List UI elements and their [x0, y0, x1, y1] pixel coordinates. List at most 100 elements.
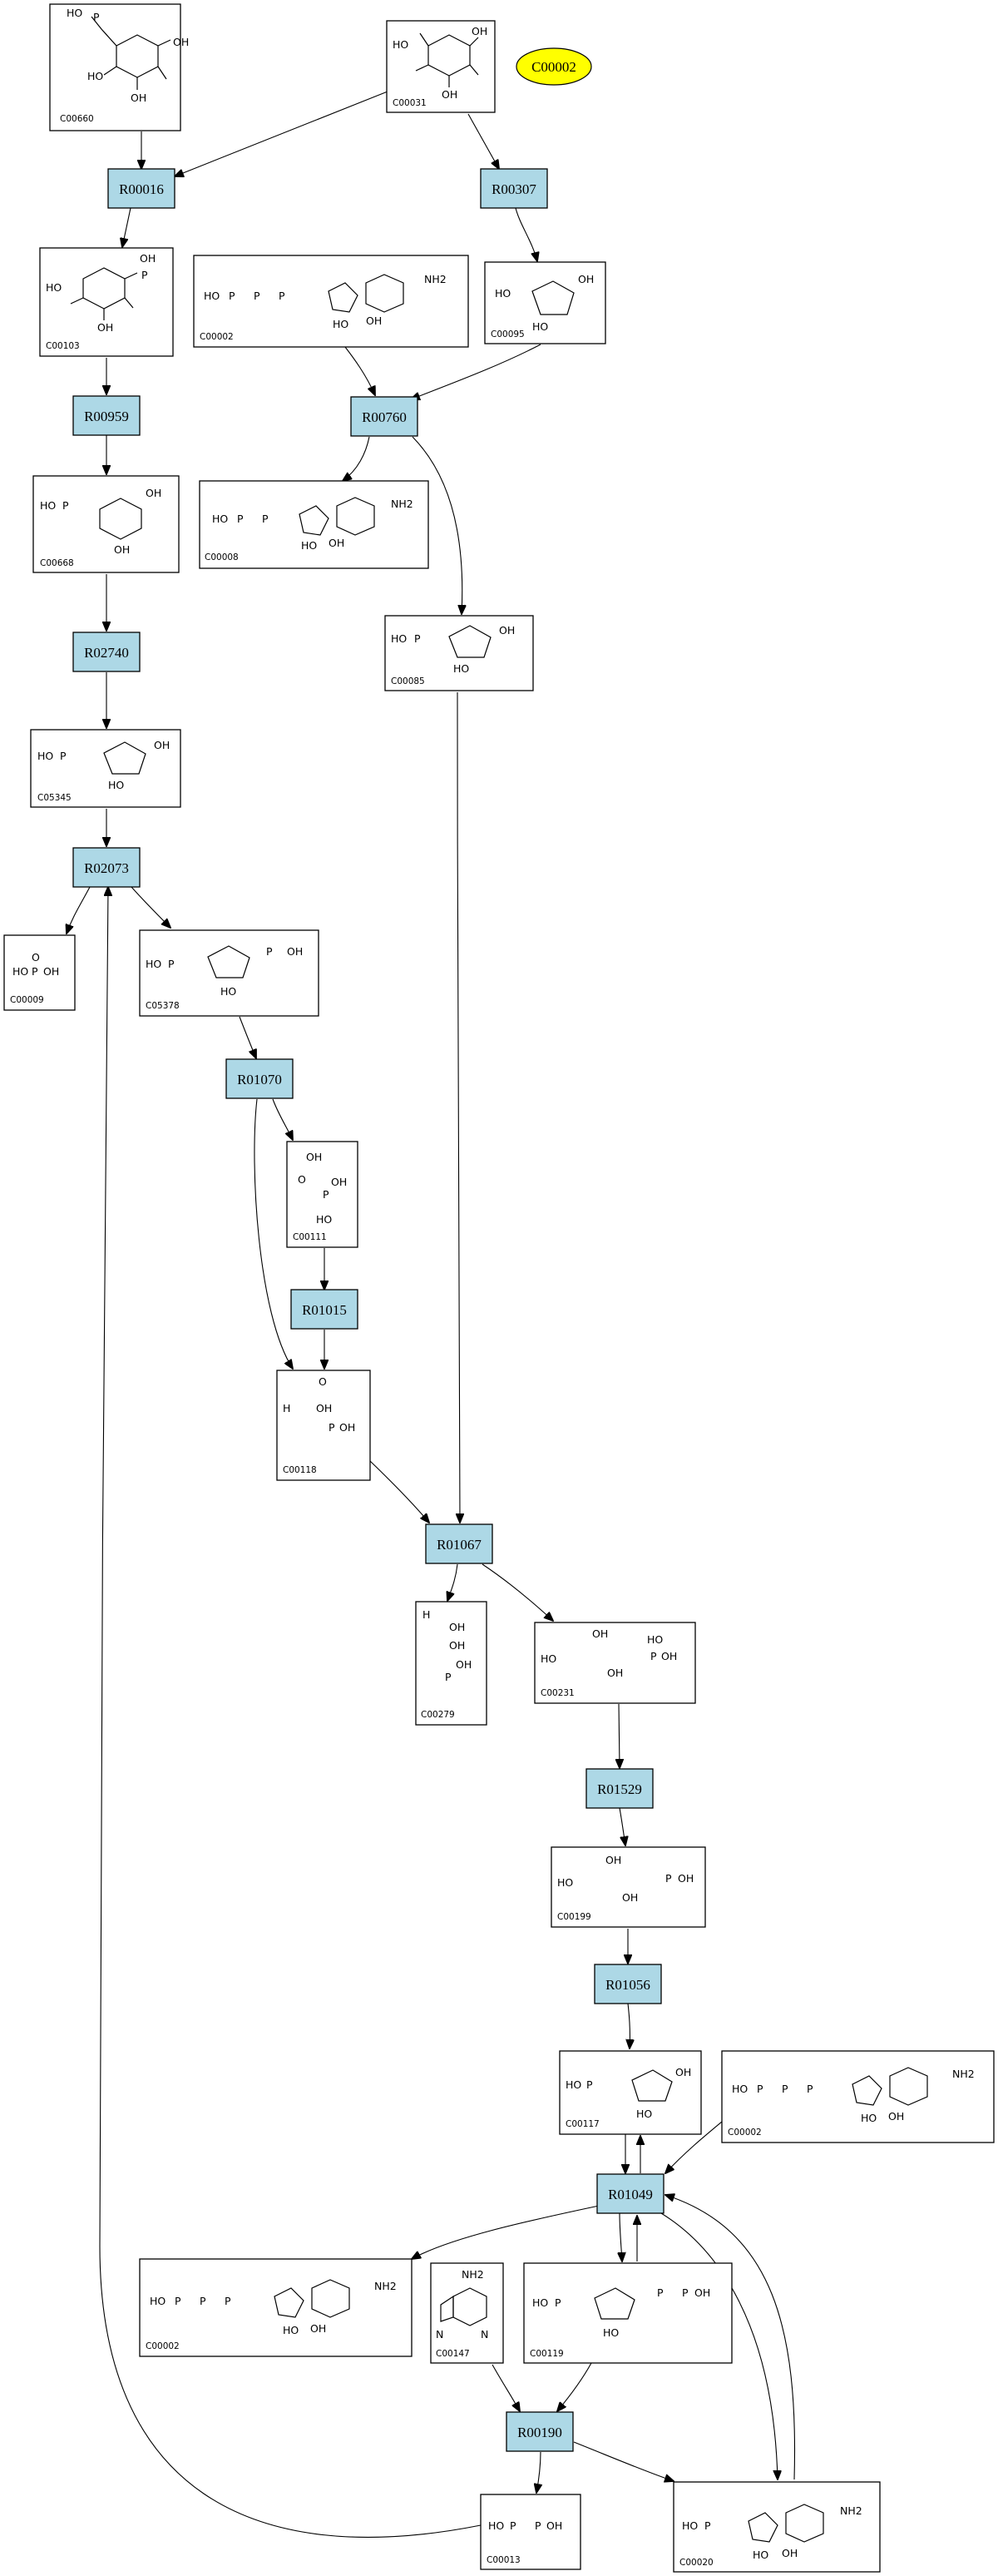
compound-c00085[interactable]: HO P OH HO C00085: [384, 615, 534, 691]
glyph-ho: HO: [301, 539, 317, 552]
glyph-p: P: [535, 2519, 541, 2532]
glyph-p: P: [657, 2286, 664, 2299]
structure-fructose-1-6-bisphosphate: HO P P OH HO: [146, 945, 303, 998]
compound-c00002-left[interactable]: HO P P P NH2 HO OH C00002: [139, 2258, 413, 2357]
glyph-oh: OH: [366, 315, 382, 327]
glyph-oh: OH: [678, 1872, 694, 1885]
compound-c00231[interactable]: HO OH HO P OH OH C00231: [534, 1622, 696, 1704]
edge-c00119-r00190: [557, 2362, 592, 2411]
edge-r01049-c00002c: [412, 2204, 604, 2259]
compound-c00111[interactable]: OH O P OH HO C00111: [286, 1141, 358, 1248]
structure-glucose-1-phosphate: HO OH P OH: [46, 252, 156, 334]
compound-label: C00013: [487, 2555, 521, 2565]
reaction-r01015[interactable]: R01015: [290, 1289, 358, 1330]
compound-c00008[interactable]: HO P P NH2 HO OH C00008: [199, 480, 429, 569]
reaction-r01056[interactable]: R01056: [594, 1964, 662, 2004]
glyph-ho: HO: [603, 2326, 619, 2339]
compound-c00118[interactable]: O H OH P OH C00118: [276, 1370, 371, 1481]
compound-label: C05345: [37, 793, 72, 803]
glyph-p: P: [279, 290, 285, 302]
glyph-oh: OH: [472, 25, 487, 37]
glyph-oh: OH: [114, 543, 130, 556]
glyph-ho: HO: [46, 281, 62, 294]
reaction-label: R01529: [597, 1781, 642, 1797]
glyph-p: P: [665, 1872, 672, 1885]
edge-c00013-r02073: [99, 887, 482, 2538]
glyph-p: P: [225, 2295, 231, 2307]
compound-c00660[interactable]: HO P OH HO OH C00660: [49, 3, 189, 131]
compound-label: C00111: [293, 1232, 327, 1242]
edge-r01070-c00118: [254, 1098, 293, 1369]
reaction-r01049[interactable]: R01049: [596, 2173, 665, 2214]
glyph-p: P: [323, 1188, 329, 1201]
glyph-oh: OH: [310, 2322, 326, 2335]
glyph-p: P: [141, 269, 148, 281]
glyph-oh: OH: [449, 1639, 465, 1652]
structure-diphosphate: HO P P OH: [488, 2519, 562, 2532]
reaction-label: R00190: [517, 2425, 562, 2440]
reaction-r00016[interactable]: R00016: [107, 168, 175, 209]
reaction-r00307[interactable]: R00307: [480, 168, 548, 209]
edge-r00760-c00085: [412, 436, 462, 614]
glyph-ho: HO: [647, 1633, 663, 1646]
compound-label: C00118: [283, 1465, 317, 1475]
reaction-r02073[interactable]: R02073: [72, 847, 141, 888]
glyph-nh2: NH2: [374, 2280, 397, 2292]
edge-r01529-c00199: [619, 1807, 625, 1845]
reaction-label: R01070: [237, 1072, 282, 1087]
compound-c00013[interactable]: HO P P OH C00013: [480, 2494, 581, 2570]
compound-c00103[interactable]: HO OH P OH C00103: [39, 247, 174, 357]
compound-label: C00119: [530, 2349, 564, 2359]
compound-c00095[interactable]: HO OH HO C00095: [484, 261, 606, 344]
compound-c00117[interactable]: HO P OH HO C00117: [559, 2050, 702, 2135]
compound-c00002-right[interactable]: HO P P P NH2 HO OH C00002: [721, 2050, 995, 2143]
compound-c00119[interactable]: HO P P P OH HO C00119: [523, 2262, 733, 2364]
reaction-r02740[interactable]: R02740: [72, 632, 141, 672]
glyph-p: P: [445, 1671, 452, 1683]
compound-c00002-top[interactable]: HO P P P NH2 HO OH C00002: [193, 255, 469, 348]
reaction-r00959[interactable]: R00959: [72, 395, 141, 436]
compound-c05345[interactable]: HO P OH HO C05345: [30, 729, 181, 808]
edge-r00190-c00013: [536, 2451, 541, 2493]
reaction-r01070[interactable]: R01070: [225, 1058, 294, 1099]
compound-c00199[interactable]: HO OH P OH OH C00199: [551, 1846, 706, 1928]
reaction-r01529[interactable]: R01529: [585, 1768, 654, 1809]
reaction-r00190[interactable]: R00190: [506, 2411, 574, 2452]
glyph-oh: OH: [499, 624, 515, 637]
reaction-r00760[interactable]: R00760: [350, 396, 418, 437]
glyph-ho: HO: [150, 2295, 166, 2307]
glyph-ho: HO: [204, 290, 220, 302]
structure-amp: HO P NH2 HO OH: [682, 2504, 862, 2561]
glyph-ho: HO: [37, 750, 53, 762]
reaction-r01067[interactable]: R01067: [425, 1523, 493, 1564]
edge-c00118-r01067: [368, 1459, 429, 1523]
compound-label: C00279: [421, 1710, 455, 1720]
glyph-ho: HO: [753, 2549, 768, 2561]
glyph-ho: HO: [40, 499, 56, 512]
highlight-c00002[interactable]: C00002: [516, 47, 592, 86]
compound-c00020[interactable]: HO P NH2 HO OH C00020: [673, 2481, 881, 2573]
edge-r00307-c00095: [515, 207, 537, 261]
glyph-n: N: [436, 2328, 443, 2341]
glyph-nh2: NH2: [391, 498, 413, 510]
reaction-label: R00760: [362, 409, 407, 425]
compound-c00009[interactable]: O P HO OH C00009: [3, 934, 76, 1011]
edge-c00031-r00016: [175, 91, 388, 176]
edge-c00231-r01529: [619, 1703, 620, 1768]
glyph-oh: OH: [546, 2519, 562, 2532]
edge-c00085-r01067: [457, 691, 460, 1523]
compound-label: C00103: [46, 341, 80, 351]
glyph-oh: OH: [140, 252, 156, 265]
glyph-p: P: [200, 2295, 206, 2307]
compound-c00279[interactable]: H OH OH P OH C00279: [415, 1601, 487, 1726]
compound-c00147[interactable]: NH2 N N C00147: [430, 2262, 504, 2364]
compound-c00668[interactable]: HO P OH OH C00668: [32, 475, 180, 573]
compound-c05378[interactable]: HO P P OH HO C05378: [139, 929, 319, 1017]
glyph-ho: HO: [333, 318, 348, 330]
compound-c00031[interactable]: HO OH OH C00031: [386, 20, 496, 113]
glyph-ho: HO: [495, 287, 511, 300]
reaction-label: R02740: [84, 645, 129, 661]
structure-xylulose-5-phosphate: HO OH HO P OH OH: [541, 1627, 677, 1679]
structure-atp: HO P P P NH2 HO OH: [732, 2067, 975, 2124]
